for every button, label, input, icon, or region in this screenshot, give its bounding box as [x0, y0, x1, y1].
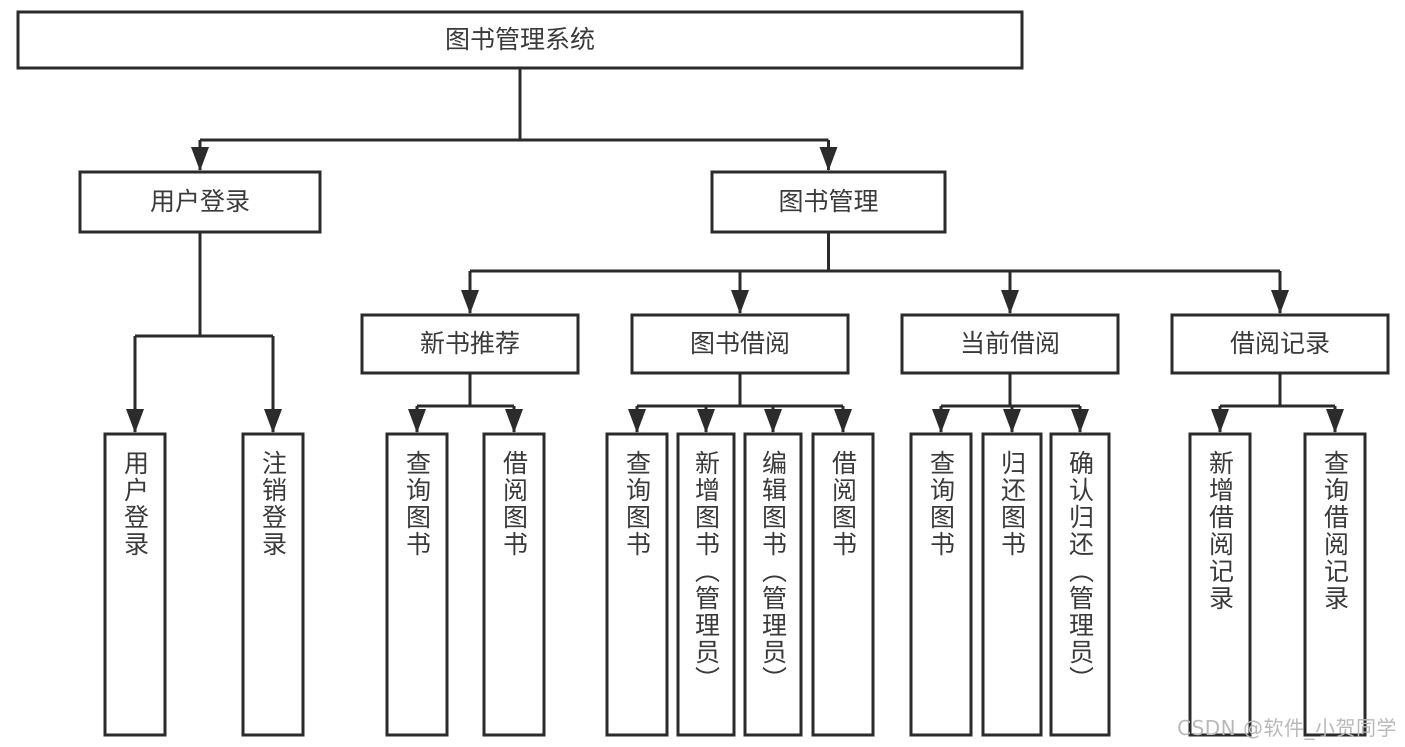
arrow-head-icon-leaf-add-book	[697, 409, 715, 433]
connectors-layer	[126, 68, 1344, 433]
leaf-leaf-edit-book-rect[interactable]	[743, 432, 803, 737]
node-borrow-record[interactable]: 借阅记录	[1170, 313, 1390, 375]
leaf-leaf-query-book-cur[interactable]	[909, 432, 973, 737]
leaf-leaf-query-record[interactable]	[1303, 432, 1367, 737]
node-new-book-rec-label: 新书推荐	[420, 329, 520, 358]
leaf-leaf-query-record-rect[interactable]	[1303, 432, 1367, 737]
root-node-book-management-system[interactable]: 图书管理系统	[16, 10, 1024, 70]
node-book-borrow-rect[interactable]	[630, 313, 850, 375]
node-book-manage-rect[interactable]	[710, 170, 947, 234]
arrow-head-icon-leaf-query-book-borrow	[628, 409, 646, 433]
leaf-leaf-borrow-book-rec[interactable]	[482, 432, 546, 737]
arrow-head-icon-leaf-user-login	[126, 409, 144, 433]
leaf-leaf-confirm-return[interactable]	[1049, 432, 1111, 737]
node-borrow-record-label: 借阅记录	[1230, 329, 1330, 358]
node-new-book-rec-rect[interactable]	[360, 313, 580, 375]
arrow-head-icon-borrow-record	[1271, 290, 1289, 314]
arrow-head-icon-leaf-return-book	[1003, 409, 1021, 433]
arrow-head-icon-leaf-user-logout	[264, 409, 282, 433]
leaf-leaf-confirm-return-rect[interactable]	[1049, 432, 1111, 737]
node-user-login[interactable]: 用户登录	[78, 170, 322, 234]
leaf-leaf-borrow-book-rect[interactable]	[811, 432, 875, 737]
leaf-leaf-query-book-borrow[interactable]	[605, 432, 669, 737]
node-book-manage[interactable]: 图书管理	[710, 170, 947, 234]
leaf-leaf-add-book[interactable]	[676, 432, 736, 737]
arrow-head-icon-leaf-query-book-rec	[408, 409, 426, 433]
leaf-leaf-return-book-rect[interactable]	[981, 432, 1043, 737]
arrow-head-icon-book-manage	[819, 147, 838, 171]
arrow-head-icon-user-login	[191, 147, 209, 171]
leaf-leaf-add-book-rect[interactable]	[676, 432, 736, 737]
leaf-leaf-add-record[interactable]	[1188, 432, 1252, 737]
leaf-leaf-add-record-rect[interactable]	[1188, 432, 1252, 737]
leaf-leaf-query-book-borrow-rect[interactable]	[605, 432, 669, 737]
node-new-book-rec[interactable]: 新书推荐	[360, 313, 580, 375]
root-node-book-management-system-label: 图书管理系统	[445, 25, 595, 54]
leaf-leaf-query-book-cur-rect[interactable]	[909, 432, 973, 737]
leaf-leaf-user-logout[interactable]	[241, 432, 305, 737]
watermark-text: CSDN @软件_小贺同学	[1177, 716, 1397, 740]
arrow-head-icon-leaf-query-record	[1326, 409, 1344, 433]
node-book-borrow-label: 图书借阅	[690, 329, 790, 358]
leaf-leaf-query-book-rec-rect[interactable]	[385, 432, 449, 737]
leaf-leaf-user-login[interactable]	[103, 432, 167, 737]
leaf-leaf-borrow-book[interactable]	[811, 432, 875, 737]
arrow-head-icon-book-borrow	[731, 290, 749, 314]
arrow-head-icon-leaf-borrow-book	[834, 409, 852, 433]
arrow-head-icon-new-book-rec	[461, 290, 479, 314]
leaf-leaf-return-book[interactable]	[981, 432, 1043, 737]
arrow-head-icon-leaf-edit-book	[764, 409, 782, 433]
arrow-head-icon-leaf-confirm-return	[1071, 409, 1089, 433]
arrow-head-icon-leaf-borrow-book-rec	[505, 409, 523, 433]
node-current-borrow-rect[interactable]	[900, 313, 1120, 375]
arrow-head-icon-current-borrow	[1001, 290, 1019, 314]
node-book-borrow[interactable]: 图书借阅	[630, 313, 850, 375]
root-node-book-management-system-rect[interactable]	[16, 10, 1024, 70]
node-current-borrow[interactable]: 当前借阅	[900, 313, 1120, 375]
leaf-leaf-query-book-rec[interactable]	[385, 432, 449, 737]
leaf-leaf-borrow-book-rec-rect[interactable]	[482, 432, 546, 737]
node-book-manage-label: 图书管理	[778, 187, 878, 216]
arrow-head-icon-leaf-query-book-cur	[932, 409, 950, 433]
node-user-login-label: 用户登录	[150, 187, 250, 216]
node-borrow-record-rect[interactable]	[1170, 313, 1390, 375]
node-user-login-rect[interactable]	[78, 170, 322, 234]
leaf-leaf-user-logout-rect[interactable]	[241, 432, 305, 737]
arrow-head-icon-leaf-add-record	[1211, 409, 1229, 433]
node-current-borrow-label: 当前借阅	[960, 329, 1060, 358]
leaf-leaf-user-login-rect[interactable]	[103, 432, 167, 737]
leaf-leaf-edit-book[interactable]	[743, 432, 803, 737]
